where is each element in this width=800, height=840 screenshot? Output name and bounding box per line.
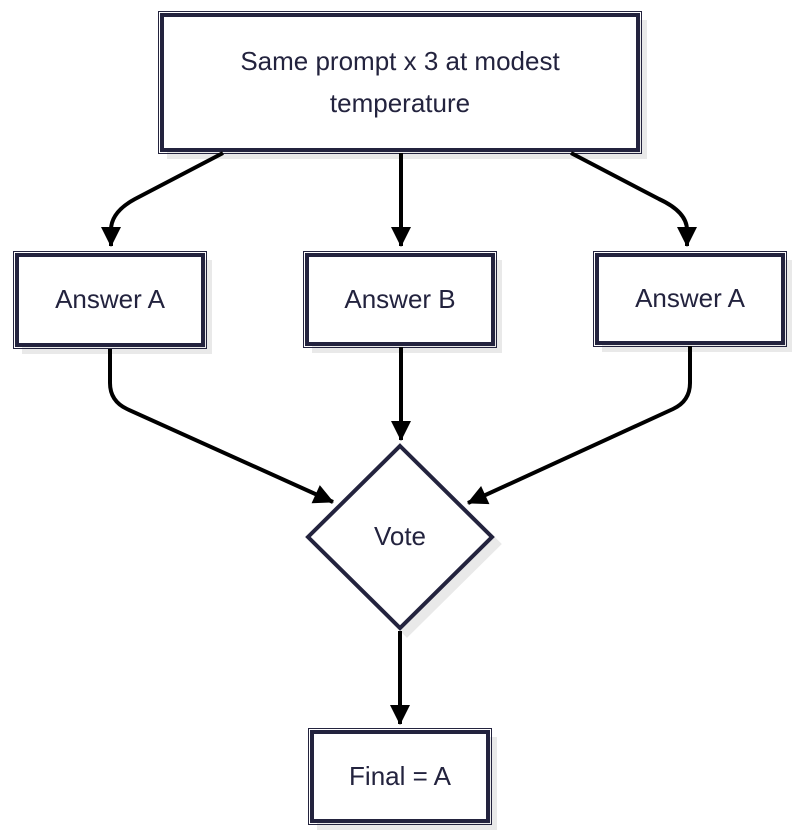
node-answer-right-label: Answer A [635, 283, 745, 314]
node-final: Final = A [308, 728, 492, 825]
node-answer-left: Answer A [13, 251, 207, 349]
node-vote-label: Vote [373, 521, 427, 551]
node-answer-right: Answer A [593, 251, 787, 347]
node-prompt-label: Same prompt x 3 at modest temperature [240, 45, 560, 118]
node-prompt: Same prompt x 3 at modest temperature [158, 11, 642, 154]
edge-answer-right-to-vote [467, 346, 692, 505]
edge-answer-left-to-vote [108, 349, 334, 504]
edge-prompt-to-answer-left [101, 151, 224, 247]
node-answer-middle: Answer B [303, 251, 497, 348]
edge-prompt-to-answer-right [570, 151, 697, 247]
node-answer-middle-label: Answer B [344, 283, 456, 314]
node-final-label: Final = A [349, 760, 451, 791]
node-answer-left-label: Answer A [55, 284, 165, 315]
